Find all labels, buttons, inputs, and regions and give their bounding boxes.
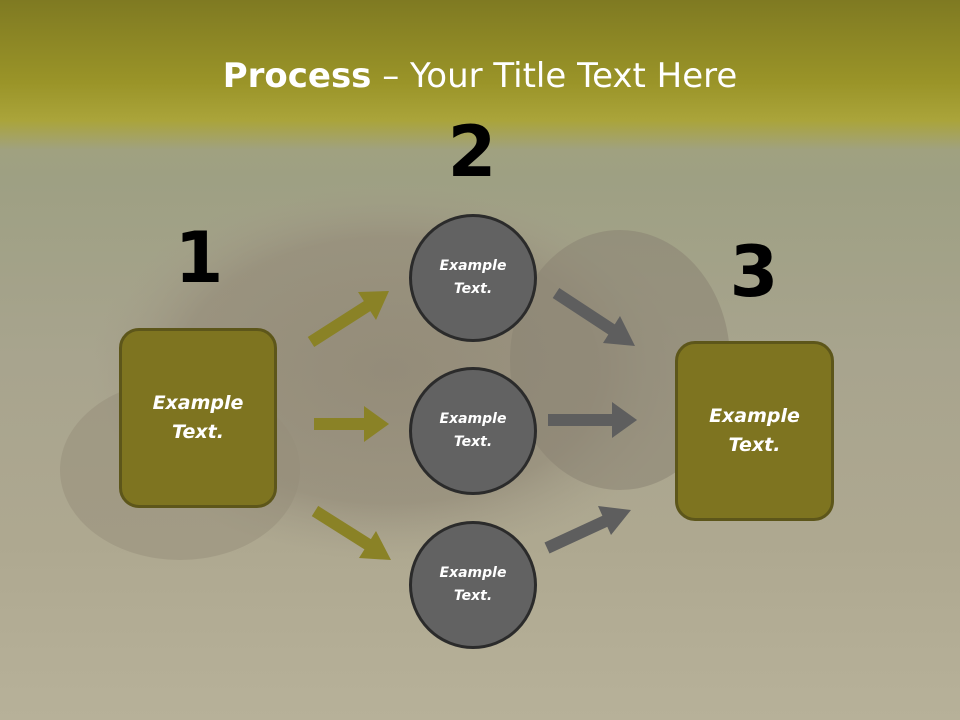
circle-top-text: Example Text. (439, 258, 507, 297)
arrow-right-gray (548, 402, 637, 438)
arrow-down-right-olive (311, 505, 391, 560)
title-band (0, 0, 960, 150)
right-box-text: Example Text. (709, 405, 800, 456)
arrow-down-right-gray (552, 287, 635, 346)
slide-title: Process – Your Title Text Here (0, 52, 960, 100)
circle-top: Example Text. (409, 214, 537, 342)
left-box-text: Example Text. (152, 392, 244, 443)
arrow-up-right-gray (544, 506, 631, 554)
circle-bottom-text: Example Text. (439, 565, 507, 604)
step-number-2: 2 (447, 111, 497, 193)
step-number-3: 3 (729, 231, 779, 313)
arrow-up-right-olive (307, 291, 389, 348)
right-box: Example Text. (675, 341, 834, 521)
title-bold: Process (222, 56, 372, 96)
circle-middle: Example Text. (409, 367, 537, 495)
arrow-right-olive (314, 406, 389, 442)
circle-bottom: Example Text. (409, 521, 537, 649)
title-rest: – Your Title Text Here (371, 56, 738, 96)
step-number-1: 1 (174, 217, 224, 299)
circle-middle-text: Example Text. (439, 411, 507, 450)
left-box: Example Text. (119, 328, 277, 508)
